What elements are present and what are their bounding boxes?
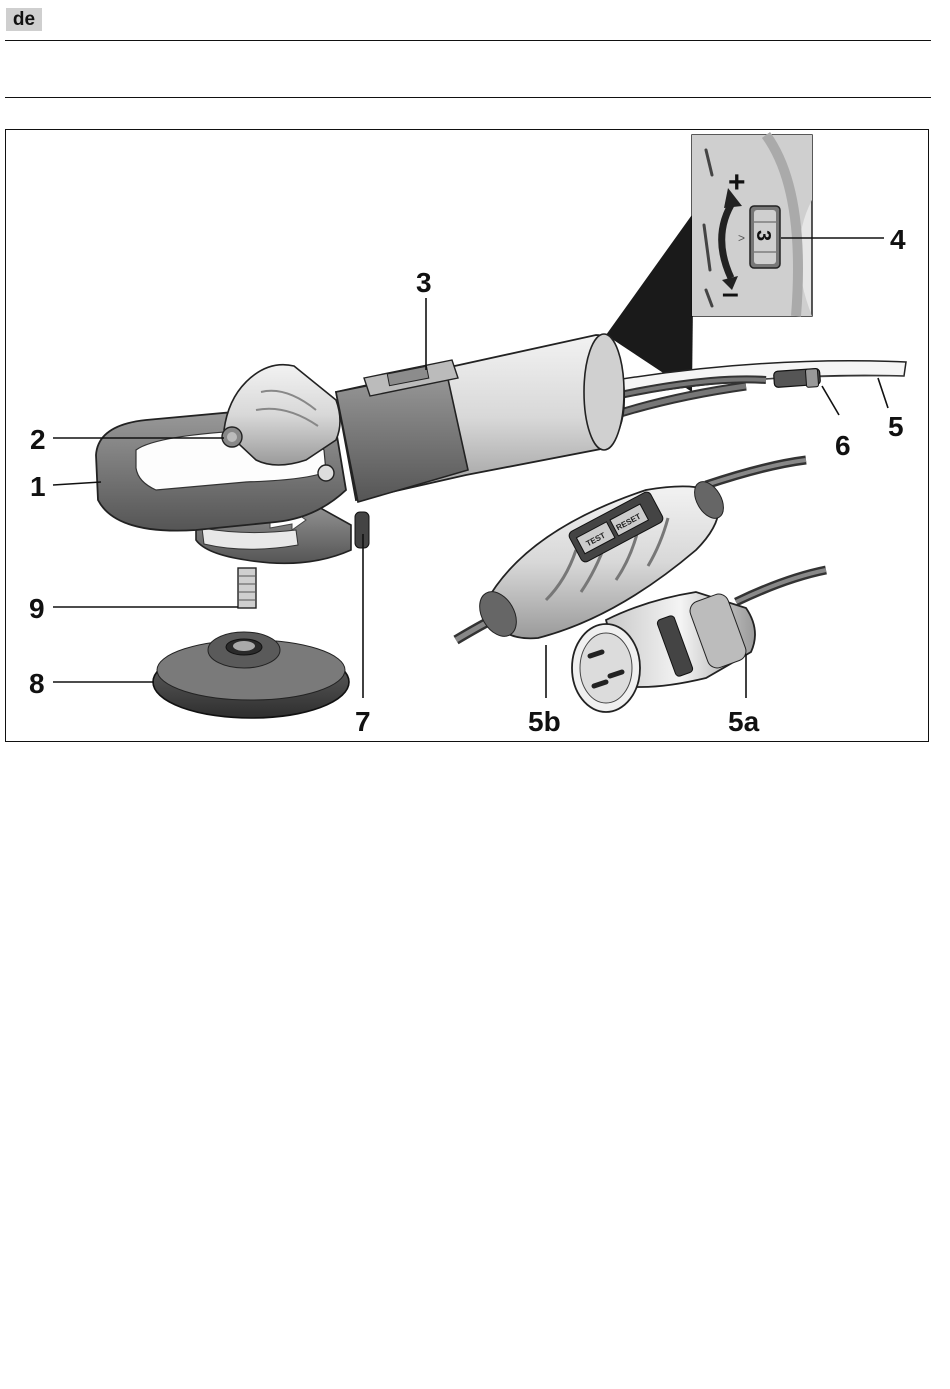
- speed-dial-inset: + – > 3: [692, 135, 812, 316]
- callout-8: 8: [29, 668, 45, 699]
- callout-9: 9: [29, 593, 45, 624]
- section-rule: [5, 97, 931, 98]
- callout-4: 4: [890, 224, 906, 255]
- language-badge: de: [6, 8, 42, 31]
- callout-5b: 5b: [528, 706, 561, 737]
- inset-minus-sign: –: [722, 277, 739, 310]
- svg-text:>: >: [738, 231, 745, 245]
- callout-2: 2: [30, 424, 46, 455]
- callout-3: 3: [416, 267, 432, 298]
- header-rule: [5, 40, 931, 41]
- product-figure: + – > 3: [5, 129, 929, 742]
- dial-value: 3: [752, 230, 774, 241]
- callout-6: 6: [835, 430, 851, 461]
- callout-7: 7: [355, 706, 371, 737]
- polisher-illustration: + – > 3: [6, 130, 930, 743]
- callout-5: 5: [888, 411, 904, 442]
- backing-pad: [153, 632, 349, 718]
- inset-plus-sign: +: [728, 166, 746, 199]
- callout-5a: 5a: [728, 706, 760, 737]
- callout-1: 1: [30, 471, 46, 502]
- power-cable: [606, 361, 906, 398]
